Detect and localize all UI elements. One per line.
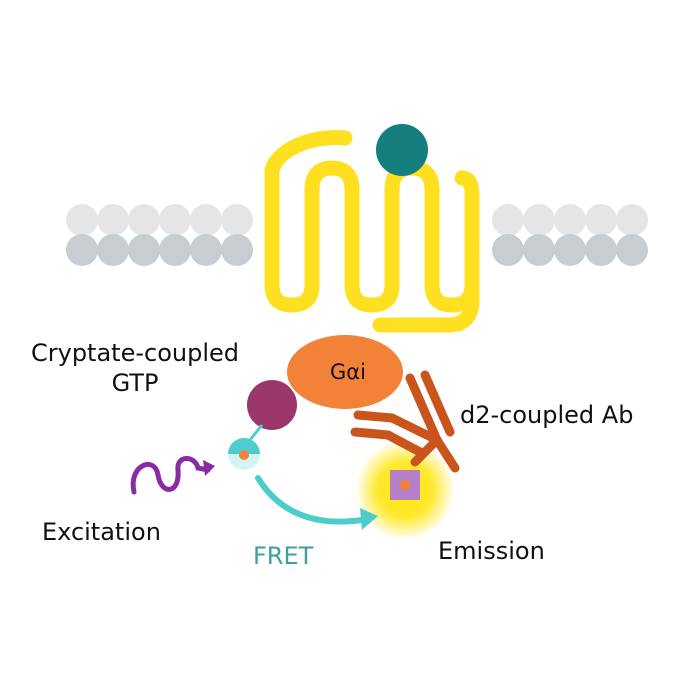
ligand (376, 124, 428, 176)
cryptate-gtp-label-line2: GTP (111, 369, 159, 397)
membrane-right-lower-leaflet (492, 234, 648, 266)
gpcr-receptor (264, 129, 480, 333)
excitation-arrowhead (203, 460, 215, 476)
galpha-label: Gαi (330, 360, 366, 384)
excitation-wave (130, 456, 211, 495)
d2-antibody (350, 370, 460, 473)
emission-label: Emission (438, 537, 545, 565)
galpha-subunit (287, 335, 403, 409)
fret-arrowhead (360, 508, 378, 530)
excitation-label: Excitation (42, 518, 161, 546)
gtp-linker (248, 424, 264, 441)
fret-label: FRET (253, 542, 314, 570)
d2-antibody-label: d2-coupled Ab (460, 401, 634, 429)
membrane-right (492, 204, 648, 266)
gtp-donor (228, 438, 260, 470)
cryptate-gtp-label-line1: Cryptate-coupled (30, 339, 239, 367)
cryptate-gtp-label: Cryptate-coupled GTP (0, 338, 270, 398)
membrane-left (66, 204, 253, 266)
membrane-left-upper-leaflet (66, 204, 253, 236)
membrane-left-lower-leaflet (66, 234, 253, 266)
cryptate-sphere (247, 380, 297, 430)
d2-acceptor-core (400, 480, 410, 490)
fret-arrow (255, 475, 365, 525)
membrane-right-upper-leaflet (492, 204, 648, 236)
